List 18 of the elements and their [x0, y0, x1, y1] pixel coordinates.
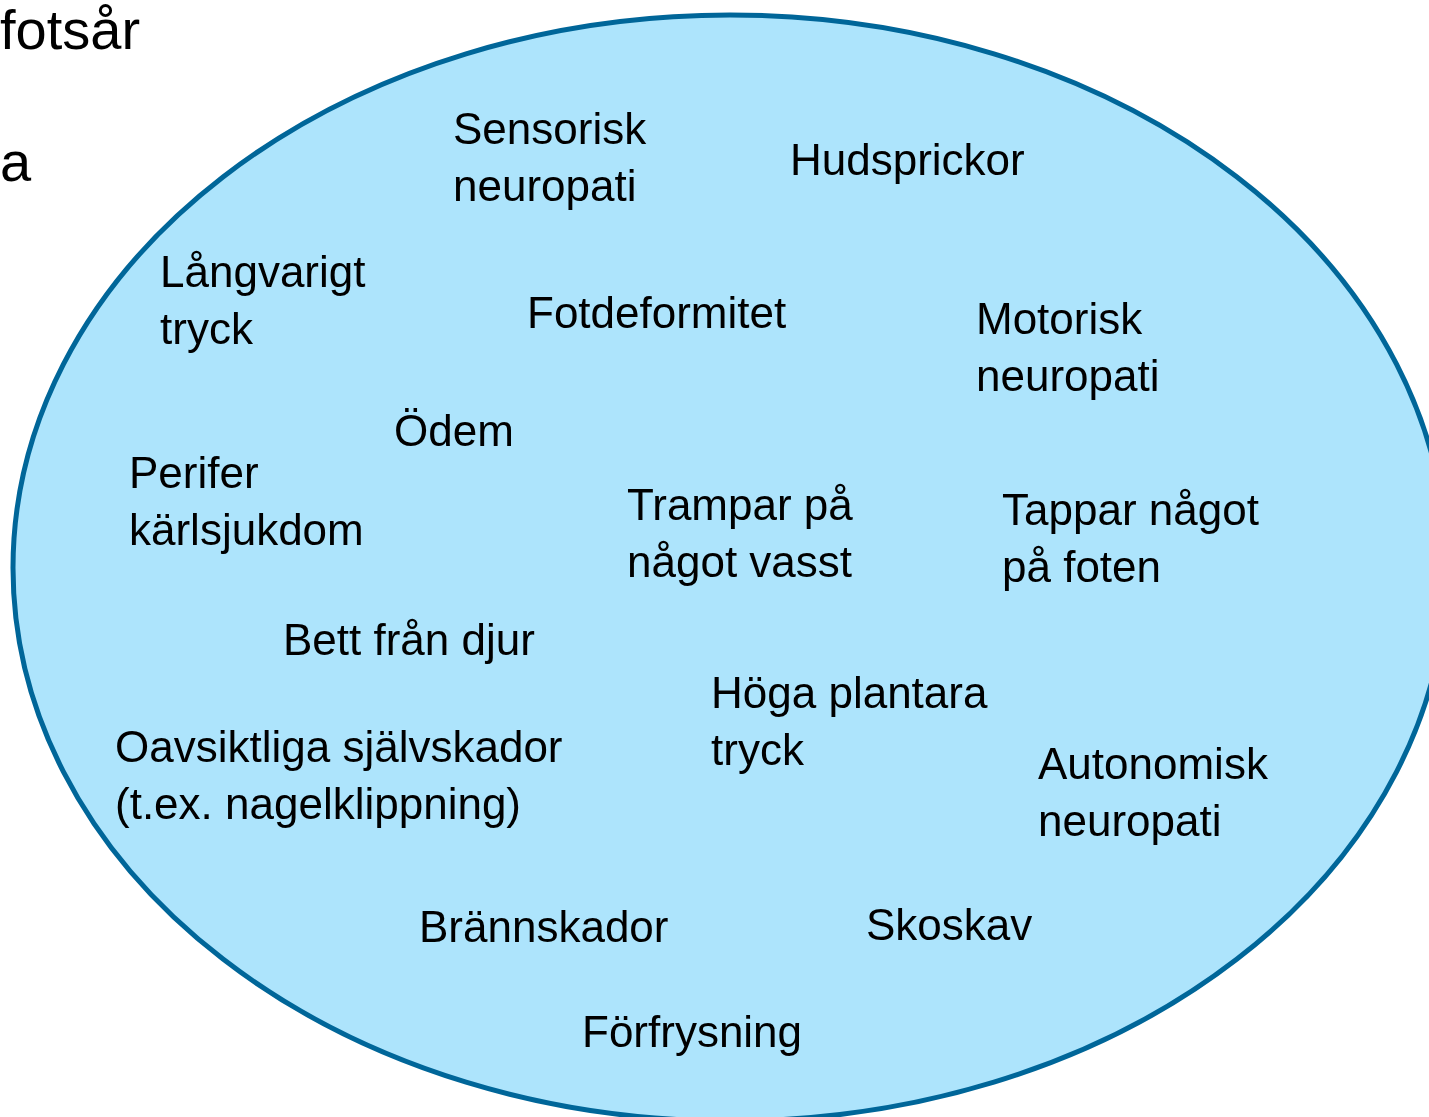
risk-factor-text: Trampar på något vasst	[627, 479, 854, 588]
risk-factor-text: Långvarigt tryck	[160, 246, 367, 355]
heading-fragment-text: a	[0, 130, 32, 194]
risk-factor-text: Perifer kärlsjukdom	[129, 447, 365, 556]
risk-factor-text: Brännskador	[419, 901, 669, 953]
risk-factor-text: Sensorisk neuropati	[453, 103, 648, 212]
risk-factor-text: Skoskav	[866, 899, 1033, 951]
risk-factor-text: Tappar något på foten	[1002, 484, 1260, 593]
risk-factor-text: Höga plantara tryck	[711, 667, 989, 776]
risk-factor-text: Motorisk neuropati	[976, 293, 1161, 402]
risk-factor-text: Fotdeformitet	[527, 287, 787, 339]
risk-factor-text: Autonomisk neuropati	[1038, 738, 1269, 847]
risk-factor-text: Oavsiktliga självskador (t.ex. nagelklippning)	[115, 721, 564, 830]
risk-factor-text: Ödem	[394, 405, 514, 457]
risk-factor-text: Bett från djur	[283, 614, 535, 666]
heading-fragment-text: fotsår	[0, 0, 141, 62]
risk-factor-text: Förfrysning	[582, 1006, 803, 1058]
risk-factor-text: Hudsprickor	[790, 134, 1025, 186]
